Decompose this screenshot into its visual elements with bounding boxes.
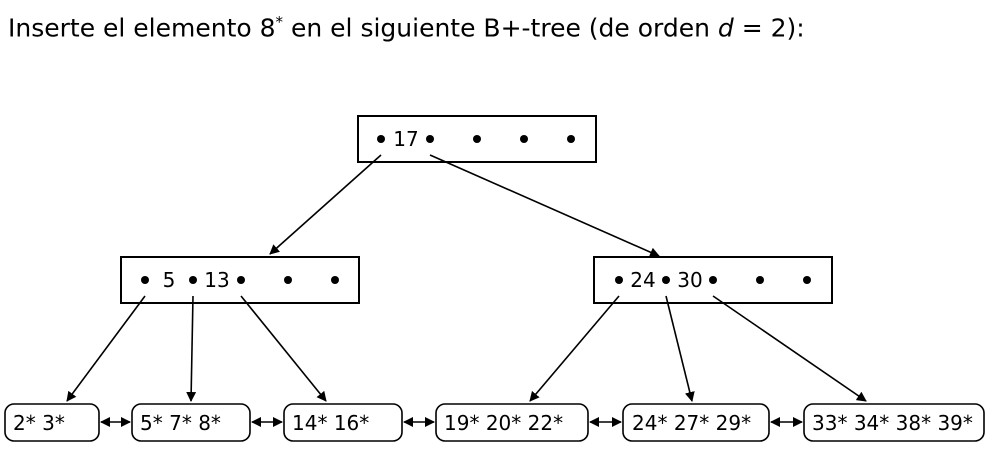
internal-right-key-1: 30 [677, 268, 702, 292]
leaf-node-0: 2* 3* [4, 403, 100, 442]
pointer-dot [756, 276, 764, 284]
pointer-dot [662, 276, 670, 284]
pointer-dot [237, 276, 245, 284]
leaf-node-2: 14* 16* [283, 403, 403, 442]
edge-root-right [429, 154, 660, 257]
internal-left-key-1: 13 [204, 268, 229, 292]
question-variable: d [717, 13, 734, 43]
pointer-dot [284, 276, 292, 284]
leaf-4-entries: 24* 27* 29* [632, 411, 751, 435]
edge-right-leaf-3 [529, 295, 620, 402]
pointer-dot [189, 276, 197, 284]
pointer-dot [473, 135, 481, 143]
root-node: 17 [357, 115, 597, 163]
pointer-dot [426, 135, 434, 143]
leaf-5-entries: 33* 34* 38* 39* [812, 411, 973, 435]
pointer-dot [331, 276, 339, 284]
internal-node-right: 24 30 [593, 256, 833, 304]
edge-left-leaf-0 [66, 295, 146, 402]
internal-left-key-0: 5 [163, 268, 176, 292]
pointer-dot [141, 276, 149, 284]
leaf-node-4: 24* 27* 29* [622, 403, 770, 442]
edge-right-leaf-5 [712, 295, 867, 402]
leaf-0-entries: 2* 3* [13, 411, 65, 435]
pointer-dot [377, 135, 385, 143]
question-star: * [275, 13, 284, 31]
pointer-dot [520, 135, 528, 143]
pointer-dot [803, 276, 811, 284]
leaf-3-entries: 19* 20* 22* [444, 411, 563, 435]
pointer-dot [709, 276, 717, 284]
edge-left-leaf-1 [186, 295, 197, 402]
question-prefix: Inserte el elemento 8 [8, 13, 276, 43]
leaf-2-entries: 14* 16* [292, 411, 369, 435]
question-middle: en el siguiente B+-tree (de orden [283, 13, 718, 43]
internal-node-left: 5 13 [120, 256, 360, 304]
question-text: Inserte el elemento 8* en el siguiente B… [8, 6, 805, 44]
internal-right-key-0: 24 [630, 268, 655, 292]
question-suffix: = 2): [733, 13, 805, 43]
pointer-dot [615, 276, 623, 284]
edge-left-leaf-2 [240, 295, 327, 402]
root-key-0: 17 [393, 127, 418, 151]
leaf-node-3: 19* 20* 22* [435, 403, 589, 442]
leaf-node-5: 33* 34* 38* 39* [803, 403, 985, 442]
edge-right-leaf-4 [665, 295, 695, 402]
pointer-dot [567, 135, 575, 143]
edge-root-left [269, 154, 382, 255]
leaf-1-entries: 5* 7* 8* [140, 411, 221, 435]
leaf-node-1: 5* 7* 8* [131, 403, 251, 442]
